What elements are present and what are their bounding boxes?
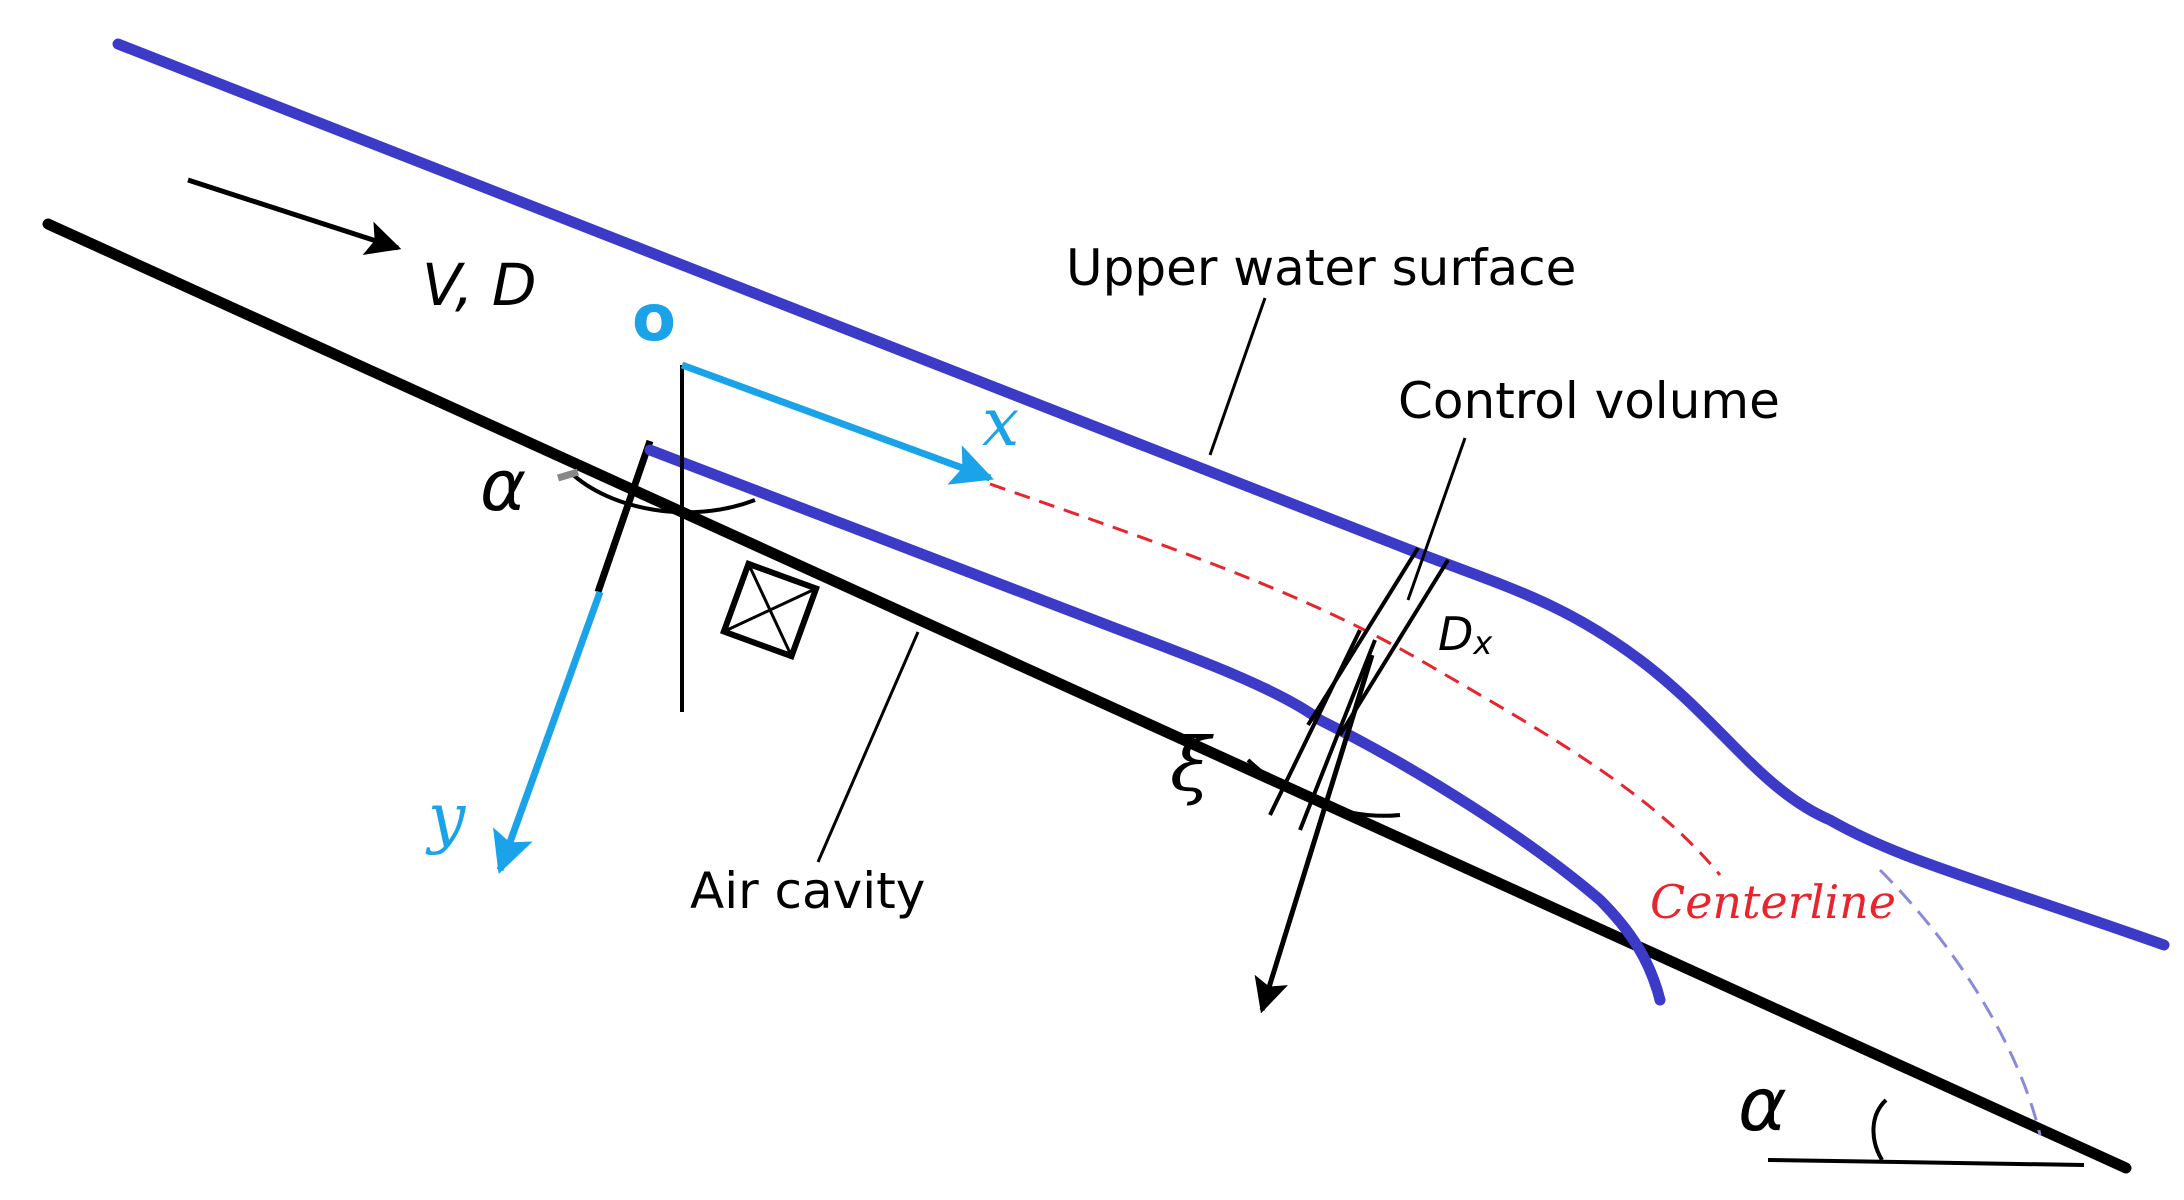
control-volume-diag1 xyxy=(1268,629,1362,816)
x-axis-label: x xyxy=(982,384,1019,461)
gravity-arrow xyxy=(1254,654,1375,1014)
origin-label: o xyxy=(632,282,676,356)
xi-label: ξ xyxy=(1170,722,1214,808)
dx-main: D xyxy=(1438,607,1473,661)
y-axis-label: y xyxy=(425,779,466,856)
aerator-step xyxy=(594,439,654,594)
alpha-arc-top-tick xyxy=(556,468,580,482)
aerator-symbol xyxy=(720,560,820,660)
air-cavity-label: Air cavity xyxy=(690,862,925,920)
x-axis-arrow xyxy=(680,361,994,485)
control-volume-diag2 xyxy=(1298,639,1377,831)
alpha-bottom-label: α xyxy=(1738,1062,1787,1148)
alpha-arc-bottom xyxy=(1871,1098,1888,1162)
leader-upper-surface xyxy=(1208,297,1267,456)
alpha-arc-top xyxy=(568,470,756,515)
y-axis-arrow xyxy=(493,590,604,874)
dx-label: Dx xyxy=(1438,607,1493,662)
flow-label: V, D xyxy=(422,251,537,319)
upper-surface-label: Upper water surface xyxy=(1066,239,1576,297)
upper-water-surface xyxy=(112,38,2170,951)
control-volume-label: Control volume xyxy=(1398,372,1780,430)
jet-landing-dashed xyxy=(1878,868,2042,1136)
alpha-bottom-horizontal xyxy=(1767,1158,2085,1167)
spillway-floor xyxy=(42,218,2132,1174)
lower-jet-surface xyxy=(644,444,1666,1006)
alpha-top-label: α xyxy=(480,445,526,527)
leader-control-volume xyxy=(1406,437,1467,601)
flow-arrow xyxy=(187,177,402,255)
xi-arc xyxy=(1246,758,1401,818)
leader-air-cavity xyxy=(816,631,920,863)
dx-sub: x xyxy=(1472,624,1493,662)
centerline-label: Centerline xyxy=(1650,875,1896,929)
